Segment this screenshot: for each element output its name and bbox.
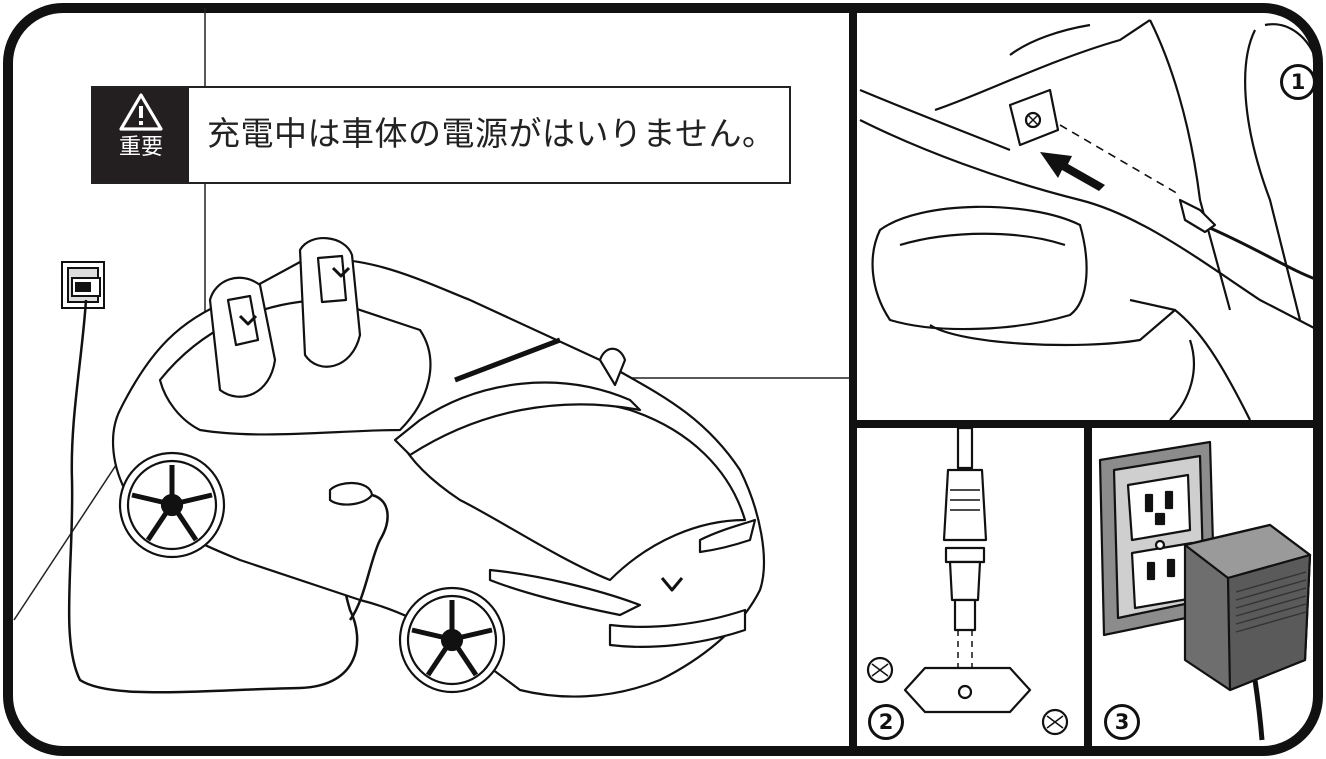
step-number-1: 1 — [1280, 64, 1316, 100]
step-number-3: 3 — [1104, 704, 1140, 740]
step-number-2: 2 — [868, 704, 904, 740]
car-charge-cable — [348, 493, 389, 621]
wall-outlet — [61, 261, 105, 309]
notice-message: 充電中は車体の電源がはいりません。 — [207, 114, 776, 153]
outer-frame — [3, 3, 1323, 756]
panel-1-illustration — [859, 19, 1319, 421]
panel-3-illustration — [1098, 440, 1312, 741]
charger-cord — [67, 299, 361, 694]
notice-box: 重要 充電中は車体の電源がはいりません。 — [91, 86, 791, 184]
insert-arrow-icon — [1040, 152, 1105, 191]
important-label: 重要 — [118, 135, 163, 160]
car-illustration — [112, 236, 766, 698]
important-badge: 重要 — [93, 88, 189, 182]
panel-2-illustration — [866, 426, 1069, 736]
warning-triangle-icon — [93, 92, 189, 136]
